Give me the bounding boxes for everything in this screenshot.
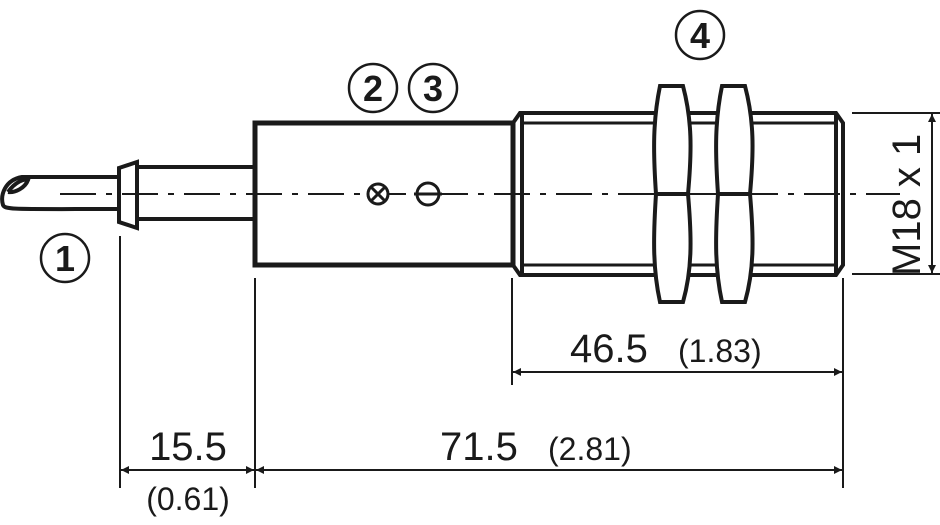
potentiometer-icon	[414, 181, 442, 207]
callout-4	[674, 9, 726, 61]
led-indicator-icon	[366, 182, 390, 206]
extension-lines	[119, 112, 940, 488]
callout-2-label: 2	[363, 68, 383, 109]
callout-3-label: 3	[423, 68, 443, 109]
thread-size-label: M18 x 1	[885, 134, 929, 276]
collar-length-value: 15.5	[149, 425, 227, 469]
callout-2	[347, 62, 399, 114]
thread-length-inch: (1.83)	[678, 333, 762, 369]
callout-4-label: 4	[690, 15, 710, 56]
dimension-lines	[121, 114, 936, 474]
cable	[0, 175, 121, 212]
callout-1	[39, 232, 91, 284]
callout-1-label: 1	[55, 238, 75, 279]
callout-3	[407, 62, 459, 114]
thread-length-value: 46.5	[570, 327, 648, 371]
overall-length-value: 71.5	[440, 425, 518, 469]
collar-length-inch: (0.61)	[146, 481, 230, 517]
mounting-nut	[714, 84, 755, 304]
overall-length-inch: (2.81)	[548, 431, 632, 467]
cable-collar	[117, 159, 253, 231]
